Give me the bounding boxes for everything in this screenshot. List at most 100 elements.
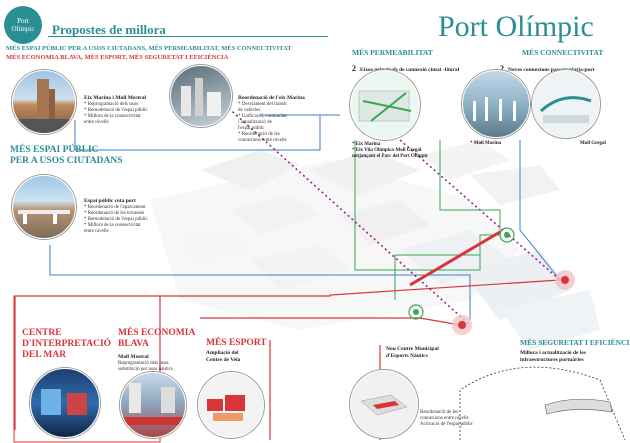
walkway-icon <box>539 96 592 123</box>
label-moll-gregal: Moll Gregal <box>580 141 606 146</box>
espai-public-bullet: entre nivells <box>84 229 109 234</box>
eix-marina-title: Eix Marina i Moll Mestral <box>84 95 147 101</box>
connectivitat-sub-text: Noves connexions passeig platja-port <box>508 67 595 73</box>
frix-marina-bullet: connexions entre nivells <box>238 138 287 143</box>
permeabilitat-bullets: * Eix Marina * Eix Vila Olímpica-Moll Gr… <box>352 142 462 160</box>
permeabilitat-heading: MÉS PERMEABILITAT <box>352 48 433 57</box>
connectivitat-sub: 2 Noves connexions passeig platja-port <box>500 58 595 76</box>
permeabilitat-sub: 2 Eixos principals de connexió ciutat -l… <box>352 58 459 76</box>
espai-public-block: Espai públic cota port * Reordenació de … <box>84 198 194 235</box>
seguretat-block: Millora i actualització de les infraestr… <box>520 350 586 364</box>
centre-municipal-photo <box>350 370 418 438</box>
permeabilitat-bullet: * Eix Vila Olímpica-Moll Gregal <box>352 148 422 153</box>
dashed-outline <box>459 366 626 441</box>
centre-line-3: DEL MAR <box>22 350 67 360</box>
magenta-dotted-2 <box>399 139 561 281</box>
centre-municipal-title-1: Nou Centre Municipal <box>386 346 439 352</box>
centre-vela-photo <box>198 372 264 438</box>
centre-municipal-text: Reordenació de les connexions entre nive… <box>420 410 510 428</box>
seawall-drawing <box>544 398 613 415</box>
espai-public-bullet: * Reordenació de l'aparcament <box>84 205 146 210</box>
espai-public-title: Espai públic cota port <box>84 198 136 204</box>
eix-marina-bullet: * Millora de la connectivitat <box>84 114 141 119</box>
summary-line-1: MÉS ESPAI PÚBLIC PER A USOS CIUTADANS, M… <box>6 44 292 53</box>
economia-text: substitució per usos nàutics <box>118 367 173 372</box>
connectivitat-heading: MÉS CONNECTIVITAT <box>522 48 604 57</box>
espai-heading-2: PER A USOS CIUTADANS <box>10 156 123 166</box>
buildings-icon <box>207 395 245 421</box>
summary-line-2: MÉS ECONOMIA BLAVA, MÉS ESPORT, MÉS SEGU… <box>6 54 229 61</box>
eix-marina-block: Eix Marina i Moll Mestral * Reprogramaci… <box>84 95 174 126</box>
seguretat-heading: MÉS SEGURETAT I EFICIÈNCIA <box>520 338 630 347</box>
centre-line-1: CENTRE <box>22 328 62 338</box>
centre-interpretacio-photo <box>30 368 100 438</box>
connectivitat-count: 2 <box>500 64 504 73</box>
axes-diagram-icon <box>358 90 412 122</box>
frix-marina-bullet: l'espai públic <box>238 126 265 131</box>
centre-municipal-block: Nou Centre Municipal d'Esports Nàutics <box>386 346 439 360</box>
moll-gregal-photo <box>532 70 600 138</box>
badge-line-1: Port <box>17 17 29 25</box>
espai-public-bullet: * Remodelació de l'espai públic <box>84 217 148 222</box>
exhibit-icon <box>41 389 87 415</box>
green-connector-2 <box>439 140 501 232</box>
espai-heading-1: MÉS ESPAI PÚBLIC <box>10 145 99 155</box>
badge-line-2: Olímpic <box>11 25 35 33</box>
espai-public-bullet: * Reordenació de les terrasses <box>84 211 145 216</box>
blue-connector-4 <box>519 140 561 281</box>
economia-title: Moll Mestral <box>118 354 149 360</box>
header-divider <box>48 36 328 37</box>
eix-marina-photo <box>12 70 76 134</box>
frix-marina-bullet: * Unificació, continuïtat <box>238 114 287 119</box>
permeabilitat-bullet: mitjançant el Parc del Port Olímpic <box>352 154 429 159</box>
permeabilitat-sub-text: Eixos principals de connexió ciutat -lit… <box>360 67 460 73</box>
centre-municipal-title-2: d'Esports Nàutics <box>386 353 428 359</box>
page-title: Port Olímpic <box>438 10 594 43</box>
centre-municipal-text-line: connexions entre nivells <box>420 416 469 421</box>
economia-line-2: BLAVA <box>118 339 149 349</box>
red-thick-line <box>409 230 501 287</box>
esport-title-1: Ampliació del <box>206 350 239 356</box>
espai-public-heading: MÉS ESPAI PÚBLIC PER A USOS CIUTADANS <box>10 145 123 167</box>
summary-permeabilitat: MÉS PERMEABILITAT, <box>148 45 220 52</box>
seguretat-title-2: infraestructures portuàries <box>520 357 584 363</box>
frix-marina-title: Reordenació de l'eix Marina <box>238 95 305 101</box>
pier-icon <box>360 394 408 416</box>
summary-connectivitat: MÉS CONNECTIVITAT <box>221 45 292 52</box>
economia-block: Moll Mestral Reprogramació dels usos: su… <box>118 354 208 373</box>
seguretat-title-1: Millora i actualització de les <box>520 350 586 356</box>
blue-connector-3 <box>49 245 471 320</box>
red-frame-centre <box>13 295 161 443</box>
green-connector <box>354 140 500 271</box>
permeabilitat-diagram-photo <box>350 70 420 140</box>
eix-marina-bullet: * Remodelació de l'espai públic <box>84 108 148 113</box>
boats-icon <box>473 97 516 121</box>
esport-title-2: Centre de Vela <box>206 357 241 363</box>
port-olimpic-badge: Port Olímpic <box>4 6 42 44</box>
permeabilitat-count: 2 <box>352 64 356 73</box>
economia-line-1: MÉS ECONOMIA <box>118 328 196 338</box>
frix-marina-bullet: * Desviament del trànsit <box>238 102 287 107</box>
permeabilitat-bullet: * Eix Marina <box>352 142 381 147</box>
terrace-icon <box>18 210 70 224</box>
economia-text: Reprogramació dels usos: <box>118 361 170 366</box>
blue-connector-1 <box>74 114 340 151</box>
eix-marina-bullet: * Reprogramació dels usos <box>84 102 139 107</box>
esport-heading: MÉS ESPORT <box>206 338 267 348</box>
harbour-icon <box>121 383 185 425</box>
frix-marina-bullet: i actualització de <box>238 120 272 125</box>
centre-municipal-text-line: Reordenació de les <box>420 410 459 415</box>
frix-marina-block: Reordenació de l'eix Marina * Desviament… <box>238 95 330 144</box>
centre-line-2: D'INTERPRETACIÓ <box>22 339 112 349</box>
city-icon <box>181 78 221 116</box>
centre-interpretacio-heading: CENTRE D'INTERPRETACIÓ DEL MAR <box>22 328 111 361</box>
eix-marina-bullet: entre nivells <box>84 120 109 125</box>
page-subtitle: Propostes de millora <box>52 22 166 37</box>
frix-marina-bullet: de vehicles <box>238 108 261 113</box>
espai-public-bullet: * Millora de la connectivitat <box>84 223 141 228</box>
centre-municipal-text-line: Activació de l'espai públic <box>420 422 473 427</box>
frix-marina-photo <box>170 65 232 127</box>
esport-block: Ampliació del Centre de Vela <box>206 350 240 364</box>
green-connector-3 <box>394 254 480 300</box>
